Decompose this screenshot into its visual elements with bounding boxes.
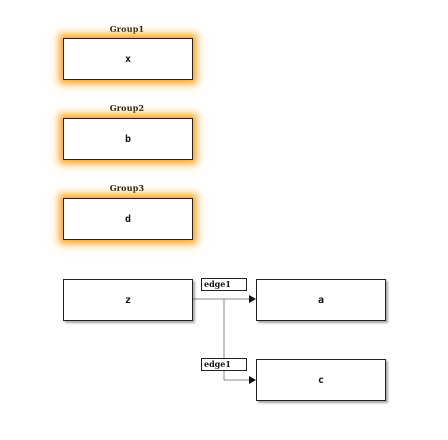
arrowhead-to-c: [249, 376, 256, 384]
group3-label: Group3: [109, 183, 145, 193]
group1-label: Group1: [109, 24, 145, 34]
node-x[interactable]: x: [63, 38, 193, 80]
node-z[interactable]: z: [63, 279, 193, 321]
group2-label: Group2: [109, 103, 145, 113]
node-b[interactable]: b: [63, 118, 193, 160]
edge-label-top[interactable]: edge1: [201, 278, 247, 291]
node-z-label: z: [124, 294, 132, 306]
edge-label-bottom[interactable]: edge1: [201, 358, 247, 371]
node-c-label: c: [317, 374, 325, 386]
node-x-label: x: [124, 53, 132, 65]
arrowhead-to-a: [249, 295, 256, 303]
node-d-label: d: [124, 213, 132, 225]
node-a[interactable]: a: [256, 279, 386, 321]
node-d[interactable]: d: [63, 198, 193, 240]
node-a-label: a: [317, 294, 325, 306]
node-b-label: b: [124, 133, 132, 145]
node-c[interactable]: c: [256, 359, 386, 401]
